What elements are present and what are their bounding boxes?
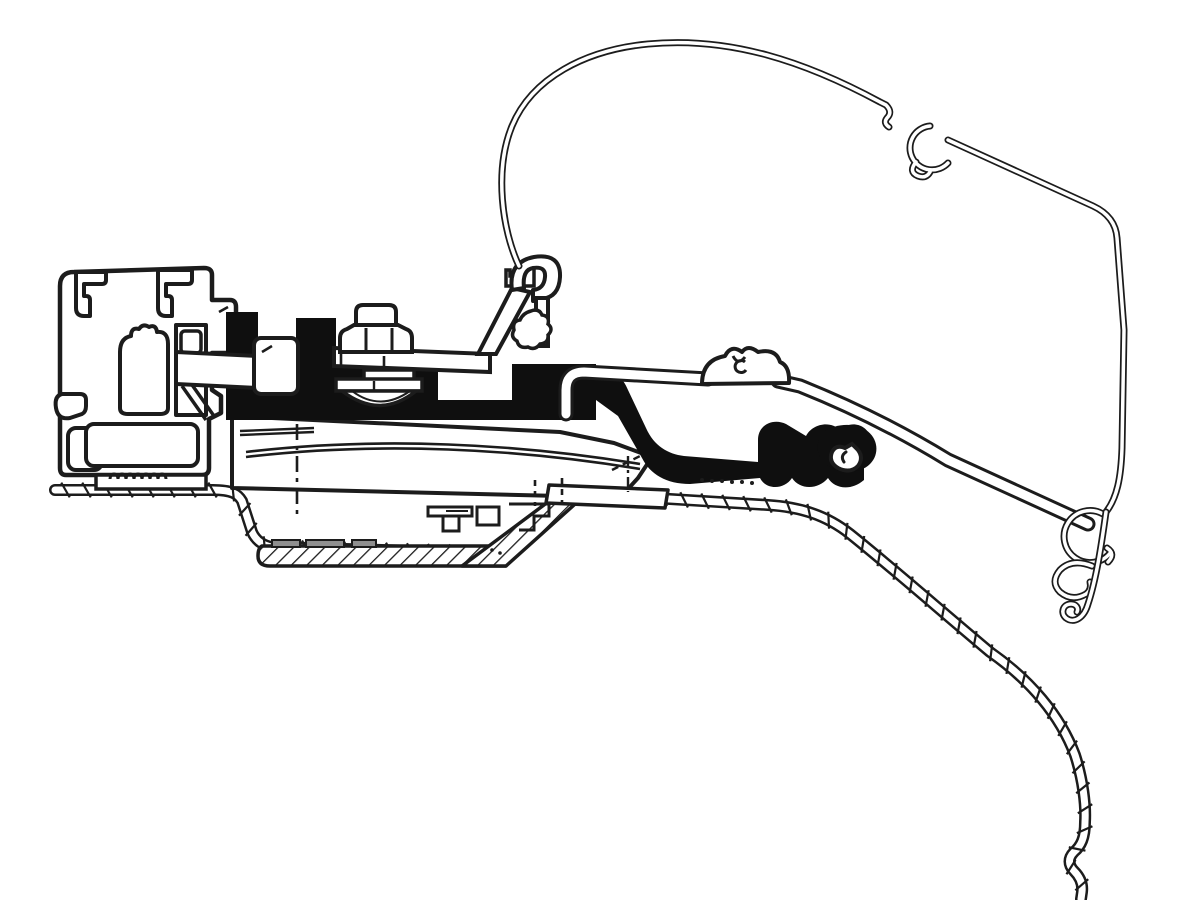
roof-rail-profile xyxy=(558,346,1096,532)
spring-clip xyxy=(510,308,553,351)
clamp-hook xyxy=(509,254,563,303)
profile-end-hook-cluster xyxy=(1051,507,1116,624)
rail-crown-clip xyxy=(700,346,792,386)
seal-perforation-dots xyxy=(700,478,754,485)
seal-hook-wrap xyxy=(817,424,877,473)
horizontal-mounting-bolt xyxy=(174,336,300,396)
rubber-seal-gasket xyxy=(226,312,872,488)
washer-dome xyxy=(334,368,424,408)
rail-j-hook xyxy=(828,441,863,473)
wall-mount-profile xyxy=(53,265,239,491)
adapter-body xyxy=(230,414,670,518)
awning-cover-arc xyxy=(498,39,1128,516)
channel-screw-fitting xyxy=(426,502,551,533)
cap-nut-bolt xyxy=(338,303,414,354)
